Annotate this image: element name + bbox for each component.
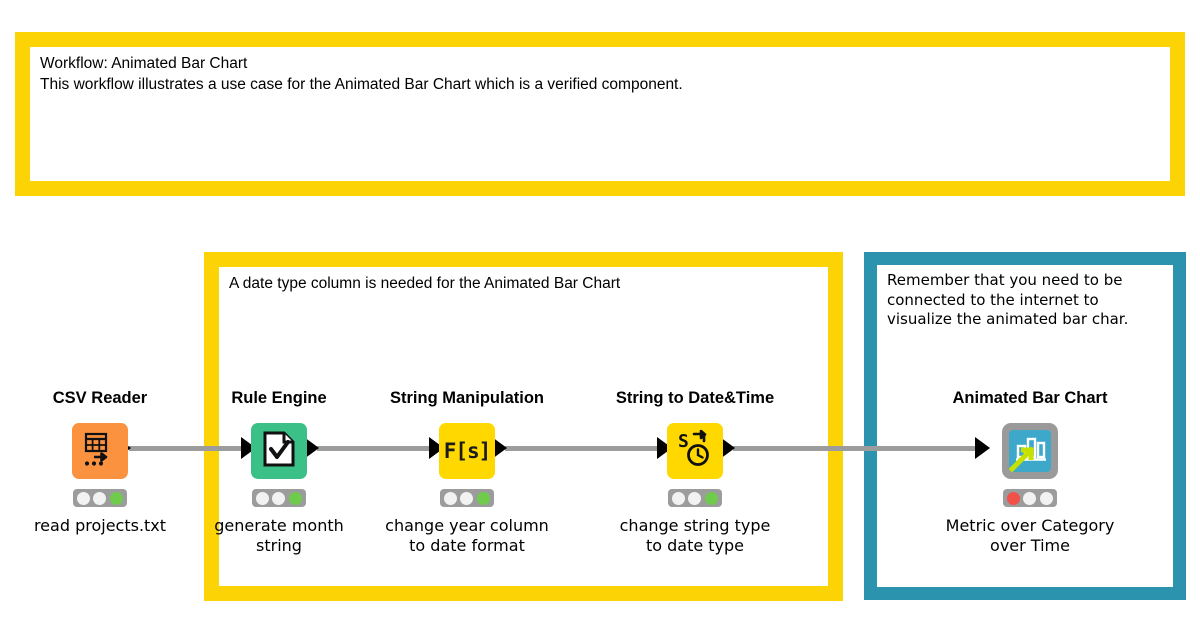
status-led-running [272, 491, 286, 505]
status-led-running [1023, 491, 1037, 505]
node-string-manipulation-title: String Manipulation [390, 389, 544, 407]
connection-csv-reader-to-rule-engine[interactable] [129, 446, 249, 451]
node-csv-reader[interactable]: CSV Reader [15, 388, 185, 536]
node-animated-bar-chart[interactable]: Animated Bar Chart Metric over Categ [945, 388, 1115, 556]
connection-string-manipulation-to-string-to-datetime[interactable] [505, 446, 665, 451]
node-string-manipulation-icon-box[interactable]: F[s] [439, 423, 495, 479]
node-rule-engine-description: generate month string [214, 516, 344, 555]
status-led-running [688, 491, 702, 505]
node-string-to-datetime-icon-box[interactable]: S [667, 423, 723, 479]
status-led-queued [443, 491, 457, 505]
node-string-to-datetime[interactable]: String to Date&Time S change string type… [610, 388, 780, 556]
status-led-executed [1040, 491, 1054, 505]
status-led-executed [477, 491, 491, 505]
node-animated-bar-chart-figure [945, 423, 1115, 479]
node-animated-bar-chart-status [1003, 489, 1057, 507]
status-led-queued [76, 491, 90, 505]
node-string-to-datetime-description: change string type to date type [619, 516, 771, 555]
string-clock-icon: S [674, 428, 716, 475]
node-string-manipulation-figure: F[s] [382, 423, 552, 479]
annotation-group-internet-text: Remember that you need to be connected t… [887, 271, 1129, 328]
node-rule-engine-title: Rule Engine [231, 389, 327, 407]
port-in-animated-bar-chart[interactable] [975, 437, 990, 459]
port-out-rule-engine[interactable] [304, 437, 319, 459]
node-animated-bar-chart-title: Animated Bar Chart [952, 389, 1108, 407]
status-led-executed [705, 491, 719, 505]
node-string-to-datetime-figure: S [610, 423, 780, 479]
status-led-executed [289, 491, 303, 505]
node-rule-engine-status [252, 489, 306, 507]
annotation-workflow-header[interactable]: Workflow: Animated Bar Chart This workfl… [15, 32, 1185, 196]
status-led-executed [110, 491, 124, 505]
annotation-group-date-column-text: A date type column is needed for the Ani… [229, 275, 621, 292]
node-rule-engine-figure [194, 423, 364, 479]
fs-function-icon: F[s] [443, 439, 492, 463]
node-csv-reader-description: read projects.txt [33, 516, 167, 535]
annotation-group-date-column[interactable]: A date type column is needed for the Ani… [204, 252, 843, 601]
svg-text:S: S [678, 431, 689, 452]
status-led-idle [1006, 491, 1020, 505]
node-animated-bar-chart-description: Metric over Category over Time [945, 516, 1115, 555]
node-csv-reader-icon-box[interactable] [72, 423, 128, 479]
node-csv-reader-status [73, 489, 127, 507]
table-arrow-icon [80, 429, 120, 474]
node-string-manipulation[interactable]: String Manipulation F[s] change year col… [382, 388, 552, 556]
port-out-string-manipulation[interactable] [492, 437, 507, 459]
status-led-queued [255, 491, 269, 505]
status-led-running [93, 491, 107, 505]
status-led-queued [671, 491, 685, 505]
node-csv-reader-figure [15, 423, 185, 479]
port-out-string-to-datetime[interactable] [720, 437, 735, 459]
node-rule-engine-icon-box[interactable] [251, 423, 307, 479]
connection-string-to-datetime-to-animated-bar-chart[interactable] [733, 446, 983, 451]
document-check-icon [262, 431, 296, 472]
status-led-running [460, 491, 474, 505]
node-csv-reader-title: CSV Reader [52, 389, 148, 407]
bar-chart-component-icon [1009, 430, 1051, 472]
node-string-to-datetime-status [668, 489, 722, 507]
connection-rule-engine-to-string-manipulation[interactable] [317, 446, 437, 451]
annotation-group-internet[interactable]: Remember that you need to be connected t… [864, 252, 1186, 600]
node-string-manipulation-status [440, 489, 494, 507]
node-rule-engine[interactable]: Rule Engine generate month string [194, 388, 364, 556]
node-animated-bar-chart-icon-box[interactable] [1002, 423, 1058, 479]
node-string-to-datetime-title: String to Date&Time [615, 389, 775, 407]
annotation-workflow-header-text: Workflow: Animated Bar Chart This workfl… [40, 55, 683, 93]
node-string-manipulation-description: change year column to date format [385, 516, 549, 555]
